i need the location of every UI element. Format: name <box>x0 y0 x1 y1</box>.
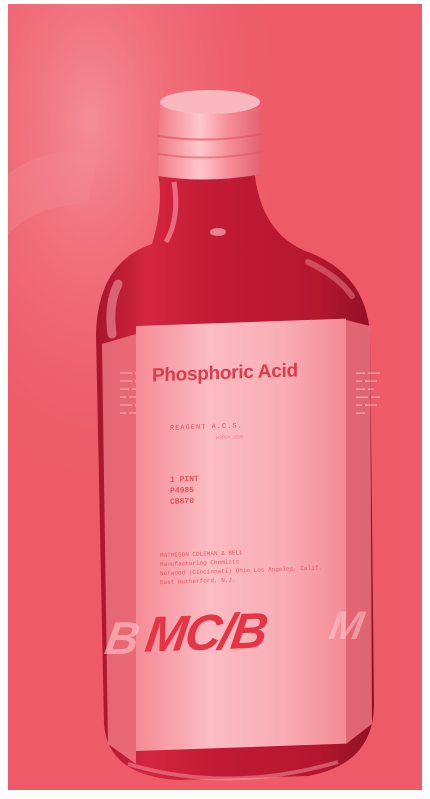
grade-text: REAGENT A.C.S. <box>170 422 243 433</box>
label-wrap-left <box>102 334 136 764</box>
shoulder-highlight-left <box>106 279 123 339</box>
label-wrap-right <box>346 320 372 744</box>
background-blur <box>8 151 98 234</box>
bottle-cap <box>158 95 262 180</box>
bottle-photo: ▬▬▬▬ ▬▬▬ ▬▬▬▬ ▬▬ ▬▬▬ ▬▬▬▬ ▬▬ ▬▬▬ ▬▬▬▬ ▬▬… <box>8 4 422 790</box>
shoulder-highlight-right <box>305 259 355 299</box>
manufacturer-text: MATHESON COLEMAN & BELL Manufacturing Ch… <box>160 549 323 587</box>
neck-highlight <box>163 181 179 244</box>
bottle-base <box>127 760 339 781</box>
label-side-text-right: ▬▬▬ ▬▬▬▬ ▬▬ ▬▬▬▬ ▬▬▬ ▬▬ ▬▬▬▬ ▬▬▬ ▬▬ ▬▬▬▬… <box>356 370 381 416</box>
glint <box>210 228 226 236</box>
cap-top <box>160 90 260 114</box>
product-name: Phosphoric Acid <box>152 360 298 387</box>
grade-subtext: H3PO4 85% <box>216 434 244 442</box>
label-side-text-left: ▬▬▬▬ ▬▬▬ ▬▬▬▬ ▬▬ ▬▬▬ ▬▬▬▬ ▬▬ ▬▬▬ ▬▬▬▬ ▬▬… <box>120 370 145 416</box>
cap-ridge <box>157 151 263 159</box>
brand-logo: MC/B <box>142 602 270 663</box>
quantity-text: 1 PINT P4985 CB870 <box>170 474 199 507</box>
cap-ridge <box>157 133 263 141</box>
front-label: Phosphoric Acid REAGENT A.C.S. H3PO4 85%… <box>136 318 346 751</box>
